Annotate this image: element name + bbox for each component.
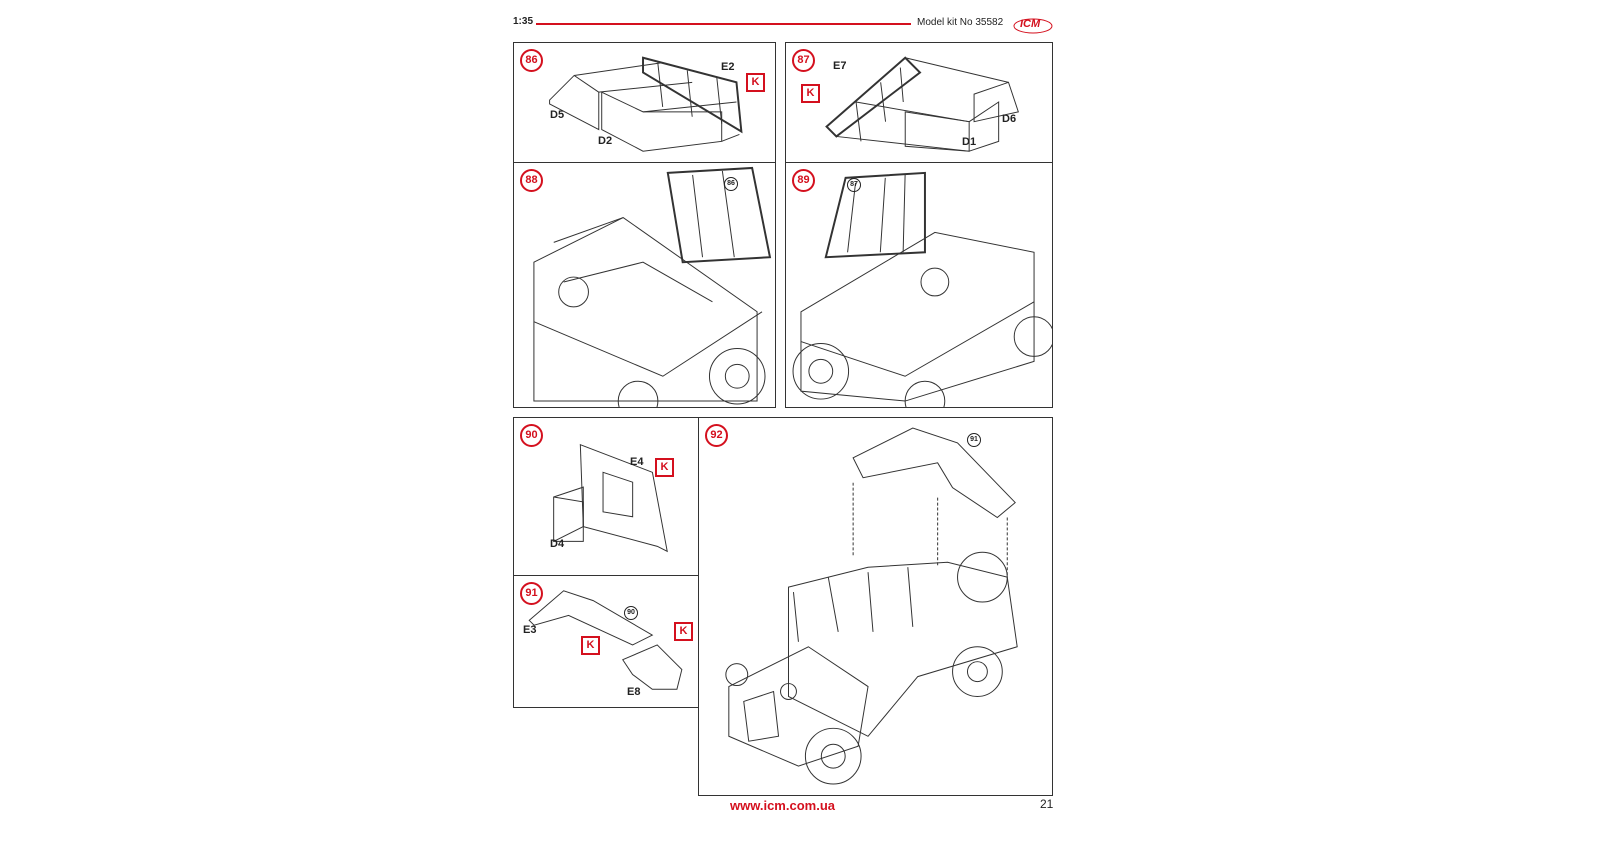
step-number: 92 xyxy=(705,424,728,447)
step-91-drawing xyxy=(528,590,683,690)
step-reference: 91 xyxy=(967,433,981,447)
step-number: 87 xyxy=(792,49,815,72)
step-86-panel: 86 E2 D5 D2 K xyxy=(513,42,776,163)
icm-logo: ICM xyxy=(1013,18,1053,34)
step-91-panel: 91 E3 E8 K K 90 xyxy=(513,575,699,708)
part-label: D6 xyxy=(1002,113,1017,125)
svg-text:ICM: ICM xyxy=(1020,18,1041,30)
page-number: 21 xyxy=(1040,797,1054,811)
step-number: 86 xyxy=(520,49,543,72)
step-87-drawing xyxy=(825,56,1019,152)
scale-label: 1:35 xyxy=(513,16,534,27)
step-number: 91 xyxy=(520,582,543,605)
step-number: 89 xyxy=(792,169,815,192)
assembled-vehicle-drawing xyxy=(725,427,1018,785)
step-92-panel: 92 91 xyxy=(698,417,1053,796)
part-label: E2 xyxy=(721,61,735,73)
part-label: E8 xyxy=(627,686,641,698)
clear-part-marker: K xyxy=(655,458,674,477)
step-89-panel: 89 87 xyxy=(785,162,1053,408)
website-link[interactable]: www.icm.com.ua xyxy=(730,798,835,813)
clear-part-marker: K xyxy=(801,84,820,103)
step-number: 90 xyxy=(520,424,543,447)
step-number: 88 xyxy=(520,169,543,192)
step-86-drawing xyxy=(549,56,743,152)
kit-number: Model kit No 35582 xyxy=(917,17,1004,28)
part-label: E4 xyxy=(630,456,644,468)
clear-part-marker: K xyxy=(581,636,600,655)
part-label: D4 xyxy=(550,538,565,550)
step-reference: 90 xyxy=(624,606,638,620)
vehicle-interior-drawing xyxy=(792,171,1052,407)
step-88-panel: 88 86 xyxy=(513,162,776,408)
step-reference: 87 xyxy=(847,178,861,192)
part-label: D1 xyxy=(962,136,977,148)
part-label: D2 xyxy=(598,135,613,147)
clear-part-marker: K xyxy=(746,73,765,92)
step-reference: 86 xyxy=(724,177,738,191)
clear-part-marker: K xyxy=(674,622,693,641)
step-90-panel: 90 E4 D4 K xyxy=(513,417,699,576)
part-label: D5 xyxy=(550,109,565,121)
step-87-panel: 87 E7 D6 D1 K xyxy=(785,42,1053,163)
part-label: E7 xyxy=(833,60,847,72)
part-label: E3 xyxy=(523,624,537,636)
header-rule xyxy=(536,23,911,25)
step-90-drawing xyxy=(553,443,668,553)
vehicle-interior-drawing xyxy=(533,166,772,407)
